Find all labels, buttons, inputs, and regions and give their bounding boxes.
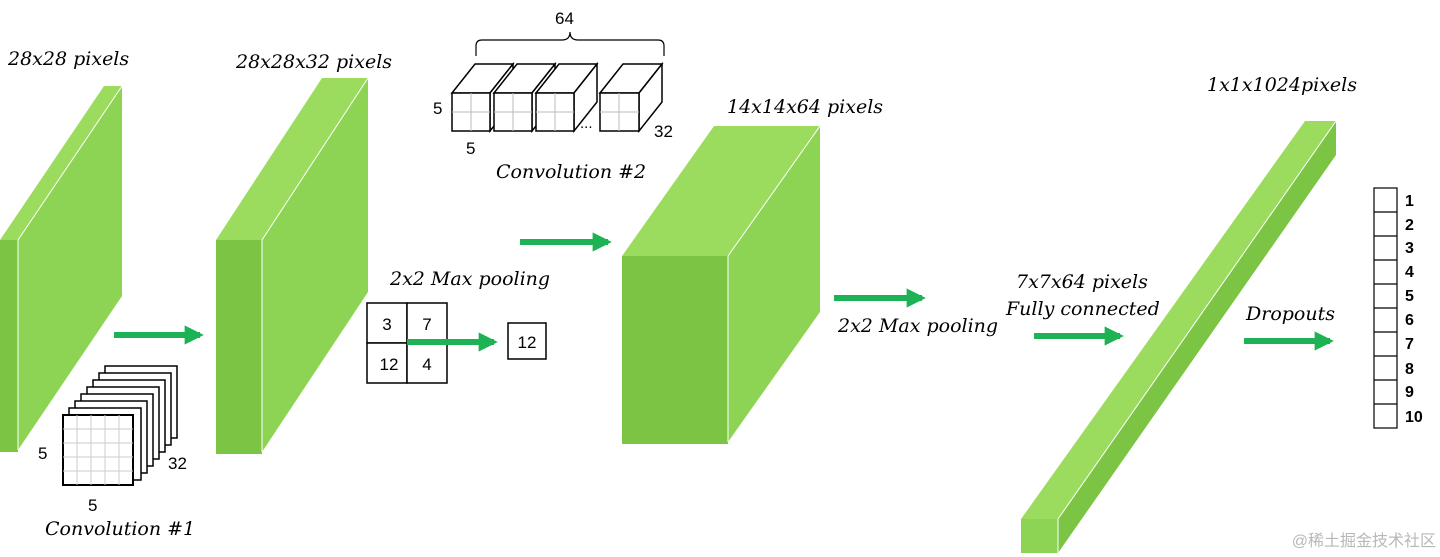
pool-demo-title: 2x2 Max pooling <box>389 268 550 290</box>
conv2-kernel-group <box>450 61 664 134</box>
output-class-label: 3 <box>1405 240 1414 257</box>
conv2-kernel-count: 64 <box>555 9 574 28</box>
watermark: @稀土掘金技术社区 <box>1292 532 1436 550</box>
pool-result-value: 12 <box>518 333 537 352</box>
conv2-kernel-width: 5 <box>466 139 475 158</box>
conv2-kernel-depth: 32 <box>654 122 673 141</box>
pool2-output-label: 7x7x64 pixels <box>1016 271 1148 293</box>
pool1-output-label: 14x14x64 pixels <box>727 96 883 118</box>
output-class-label: 6 <box>1405 312 1414 329</box>
output-class-label: 2 <box>1405 217 1414 234</box>
conv1-title: Convolution #1 <box>45 518 195 540</box>
output-class-label: 1 <box>1405 193 1414 210</box>
conv2-title: Convolution #2 <box>496 161 646 183</box>
output-class-label: 5 <box>1405 288 1414 305</box>
pool-demo-grid <box>366 302 448 384</box>
conv1-kernel-width: 5 <box>88 496 97 515</box>
dropout-label: Dropouts <box>1245 303 1335 325</box>
output-vector <box>1373 187 1398 429</box>
output-class-label: 9 <box>1405 384 1414 401</box>
conv2-kernel-height: 5 <box>433 99 442 118</box>
pool-cell: 7 <box>422 315 431 334</box>
conv1-kernel-height: 5 <box>38 444 47 463</box>
fully-connected-label: Fully connected <box>1005 298 1160 320</box>
conv1-output-block <box>216 77 369 454</box>
input-layer-label: 28x28 pixels <box>7 48 129 70</box>
fc-layer-label: 1x1x1024pixels <box>1207 74 1357 96</box>
conv2-ellipsis: ... <box>580 115 593 132</box>
conv1-kernel-depth: 32 <box>168 454 187 473</box>
output-class-label: 10 <box>1405 409 1423 426</box>
output-class-label: 7 <box>1405 336 1414 353</box>
input-layer-block <box>0 85 123 452</box>
pool-cell: 12 <box>380 355 399 374</box>
pool-cell: 4 <box>422 355 431 374</box>
conv1-output-label: 28x28x32 pixels <box>235 51 392 73</box>
conv2-count-brace <box>475 31 665 56</box>
fc-layer-block <box>1021 120 1337 553</box>
pool-result-cell <box>507 322 547 360</box>
output-class-label: 4 <box>1405 264 1414 281</box>
pool1-output-block <box>622 125 821 444</box>
pool2-label: 2x2 Max pooling <box>837 315 998 337</box>
pool-cell: 3 <box>382 315 391 334</box>
conv1-kernel-stack <box>62 365 178 486</box>
output-class-label: 8 <box>1405 361 1414 378</box>
